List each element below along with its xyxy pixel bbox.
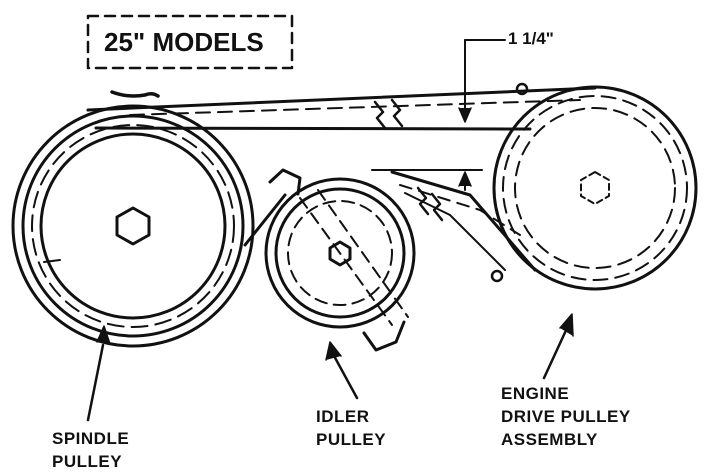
belt-clip-mark: [110, 90, 160, 98]
spindle-pulley-label-line2: PULLEY: [52, 452, 123, 471]
leader-arrows: [86, 313, 574, 422]
engine-drive-pulley-label-line3: ASSEMBLY: [501, 430, 598, 449]
idler-hex-nut: [328, 240, 352, 267]
engine-hex-nut: [580, 171, 610, 205]
belt-break-lower: [416, 186, 444, 222]
engine-drive-pulley-label-line1: ENGINE: [501, 384, 570, 403]
belt-break-upper: [373, 98, 404, 130]
spindle-pulley-label-line1: SPINDLE: [52, 429, 130, 448]
spindle-pulley: [11, 104, 255, 348]
belt: [86, 86, 597, 272]
spindle-hex-nut: [115, 206, 151, 246]
diagram-title: 25" MODELS: [104, 27, 264, 57]
engine-drive-pulley: [490, 82, 698, 291]
engine-drive-pulley-label-line2: DRIVE PULLEY: [501, 407, 631, 426]
dimension-label: 1 1/4": [508, 29, 554, 48]
title-box: [86, 14, 294, 70]
idler-pulley-label-line2: PULLEY: [316, 430, 387, 449]
idler-pulley: [264, 168, 416, 352]
dimension-marker: [371, 39, 506, 191]
idler-pulley-label-line1: IDLER: [316, 407, 370, 426]
